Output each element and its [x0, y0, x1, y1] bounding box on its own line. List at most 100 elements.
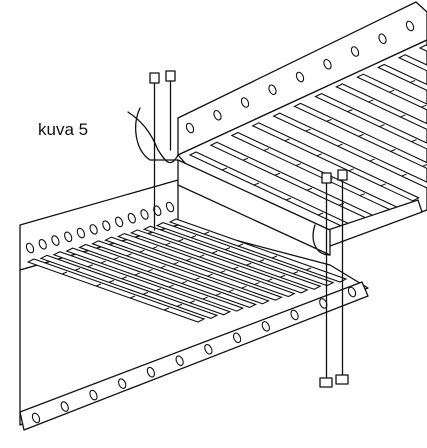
- rung-slot: [95, 283, 102, 287]
- rung-slot: [347, 109, 353, 113]
- rung-slot: [348, 168, 354, 172]
- tray-rung: [129, 229, 309, 294]
- rung-slot: [61, 271, 68, 275]
- fastening-hardware: [149, 70, 349, 388]
- mounting-hole: [268, 84, 277, 96]
- bolt-pair-left: [149, 70, 176, 231]
- rung-slot: [155, 288, 162, 292]
- lower-tray-rungs: [26, 218, 348, 323]
- tray-rung: [314, 93, 427, 150]
- mounting-hole: [118, 378, 127, 389]
- upper-tray-end-curve: [127, 111, 179, 164]
- mounting-hole: [140, 209, 149, 220]
- upper-tray-rungs: [188, 44, 427, 231]
- rung-slot: [87, 264, 94, 268]
- mounting-hole: [114, 216, 124, 228]
- rung-slot: [421, 104, 427, 108]
- mounting-hole: [146, 366, 156, 378]
- rung-slot: [194, 277, 200, 281]
- mounting-hole: [165, 201, 175, 213]
- mounting-hole: [76, 227, 86, 239]
- tray-rung: [91, 240, 270, 305]
- nut: [319, 377, 333, 388]
- tray-rung: [52, 251, 232, 316]
- mounting-hole: [38, 238, 47, 250]
- tray-rung: [272, 112, 427, 189]
- rung-slot: [390, 148, 396, 152]
- nut-pair: [319, 374, 349, 388]
- mounting-hole: [295, 71, 305, 83]
- rung-slot: [411, 139, 417, 143]
- rung-slot: [168, 284, 174, 288]
- tray-rung: [397, 54, 427, 72]
- mounting-hole: [127, 212, 136, 224]
- rung-slot: [316, 153, 322, 157]
- bolt-pair-right: [321, 169, 348, 379]
- lower-cable-tray: [19, 179, 369, 431]
- mounting-hole: [261, 321, 270, 332]
- rung-slot: [199, 254, 205, 258]
- rung-slot: [358, 133, 364, 137]
- bolt-head: [337, 169, 348, 181]
- rung-slot: [134, 272, 140, 276]
- rung-slot: [220, 270, 226, 274]
- rung-slot: [165, 242, 171, 246]
- rung-slot: [163, 307, 170, 311]
- splice-bracket: [135, 107, 331, 256]
- rung-slot: [152, 246, 158, 250]
- rung-slot: [207, 273, 213, 277]
- rung-slot: [279, 274, 286, 278]
- tray-rung: [104, 236, 283, 301]
- bolt-head: [321, 172, 332, 184]
- mounting-hole: [185, 122, 195, 134]
- rung-slot: [409, 79, 416, 83]
- mounting-hole: [213, 109, 222, 121]
- upper-tray-hole-row: [185, 20, 415, 134]
- tray-rung: [168, 218, 348, 283]
- rung-slot: [379, 124, 385, 128]
- rung-slot: [284, 138, 290, 142]
- rung-slot: [100, 260, 106, 264]
- rung-slot: [177, 238, 184, 242]
- mounting-hole: [89, 389, 98, 401]
- tray-rung: [251, 122, 420, 202]
- rung-slot: [233, 266, 239, 270]
- mounting-hole: [323, 58, 332, 70]
- rung-slot: [108, 279, 115, 283]
- bolt-head: [149, 72, 160, 84]
- bracket-hook-left: [135, 107, 179, 161]
- mounting-hole: [290, 309, 299, 321]
- figure-caption: kuva 5: [38, 120, 89, 139]
- tray-rung: [335, 83, 427, 131]
- tray-rung: [65, 247, 245, 312]
- mounting-hole: [64, 231, 73, 243]
- rung-slot: [237, 243, 244, 247]
- rung-slot: [263, 148, 270, 152]
- rung-slot: [400, 114, 406, 118]
- rung-slot: [305, 267, 312, 271]
- mounting-hole: [347, 286, 357, 298]
- rung-slot: [160, 265, 166, 269]
- tray-rung: [142, 225, 322, 290]
- rung-slot: [271, 255, 278, 259]
- mounting-hole: [60, 401, 69, 412]
- mounting-hole: [25, 242, 35, 254]
- mounting-hole: [89, 224, 98, 235]
- mounting-hole: [175, 355, 184, 367]
- rung-slot: [317, 212, 324, 216]
- rung-slot: [186, 258, 192, 262]
- rung-slot: [274, 172, 281, 176]
- lower-tray-front-rail: [19, 281, 369, 431]
- rung-slot: [295, 163, 302, 167]
- rung-slot: [215, 292, 221, 296]
- rung-slot: [292, 271, 299, 275]
- rung-slot: [253, 182, 260, 186]
- mounting-hole: [232, 332, 242, 344]
- rung-slot: [254, 282, 260, 286]
- rung-slot: [211, 250, 218, 254]
- rung-slot: [221, 167, 228, 171]
- rung-slot: [224, 247, 231, 251]
- tray-rung: [155, 222, 335, 287]
